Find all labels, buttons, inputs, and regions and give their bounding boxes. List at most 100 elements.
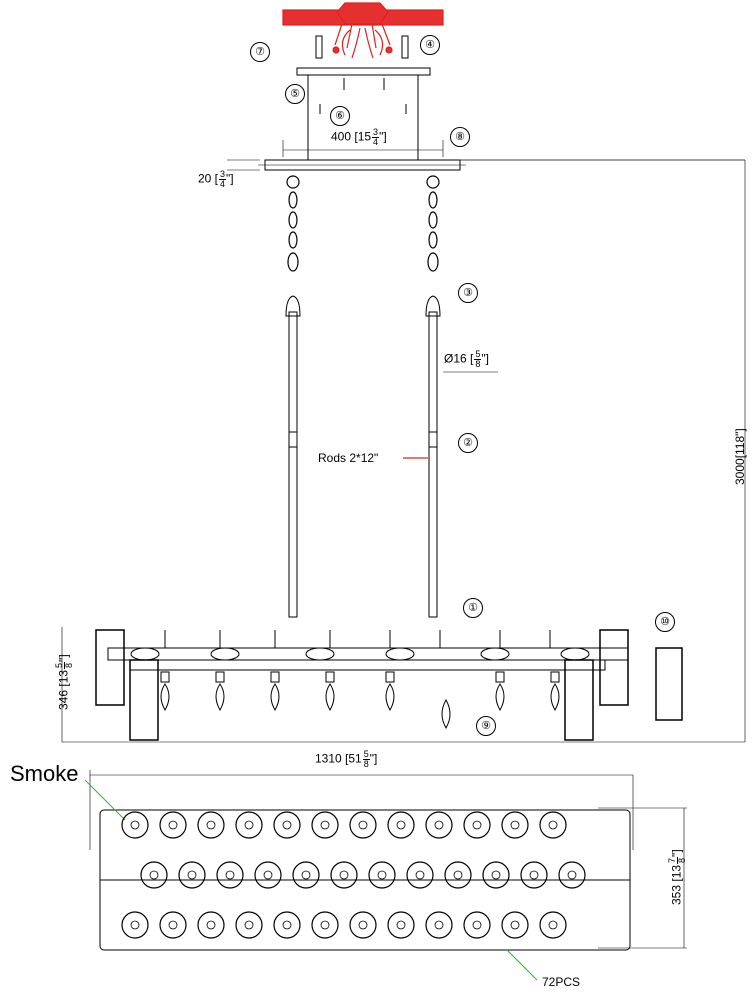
crystal-ring — [235, 911, 263, 939]
chains — [286, 175, 440, 272]
crystal-ring — [482, 861, 510, 889]
crystal-ring — [425, 811, 453, 839]
crystal-hole — [206, 820, 216, 830]
crystal-hole — [548, 920, 558, 930]
canopy — [227, 159, 745, 171]
chandelier-body — [61, 627, 745, 850]
crystal-hole — [529, 870, 539, 880]
crystal-hole — [377, 870, 387, 880]
mounting-plate — [282, 67, 444, 160]
callout-4: ④ — [420, 35, 440, 55]
crystal-hole — [396, 820, 406, 830]
callout-3: ③ — [458, 283, 478, 303]
crystal-hole — [358, 920, 368, 930]
crystal-ring — [330, 861, 358, 889]
candle-bulb — [270, 683, 280, 712]
bulb-socket — [160, 671, 170, 683]
bulb-socket — [385, 671, 395, 683]
crystal-top-view — [99, 807, 687, 951]
crystal-hole — [244, 920, 254, 930]
crystal-ring — [121, 911, 149, 939]
crystal-ring — [235, 811, 263, 839]
candle-bulb — [385, 683, 395, 712]
crystal-hole — [130, 920, 140, 930]
crystal-ring — [501, 811, 529, 839]
crystal-hole — [567, 870, 577, 880]
crystal-hole — [491, 870, 501, 880]
bulb-socket — [270, 671, 280, 683]
crystal-hole — [434, 920, 444, 930]
crystal-ring — [311, 811, 339, 839]
crystal-ring — [444, 861, 472, 889]
candle-bulb — [550, 683, 560, 712]
crystal-ring — [159, 811, 187, 839]
crystal-hole — [149, 870, 159, 880]
callout-7: ⑦ — [250, 42, 270, 62]
crystal-hole — [244, 820, 254, 830]
crystal-ring — [216, 861, 244, 889]
crystal-ring — [368, 861, 396, 889]
crystal-hole — [282, 920, 292, 930]
crystal-hole — [415, 870, 425, 880]
callout-6: ⑥ — [330, 106, 350, 126]
crystal-ring — [539, 811, 567, 839]
ceiling-bracket — [282, 2, 444, 59]
crystal-ring — [178, 861, 206, 889]
color-name-label: Smoke — [10, 761, 79, 786]
candle-bulb-horizontal — [560, 647, 590, 661]
wall-anchors — [315, 35, 409, 59]
crystal-ring — [463, 811, 491, 839]
crystal-ring — [349, 911, 377, 939]
total-height-label: 3000[118"] — [733, 428, 747, 485]
crystal-hole — [187, 870, 197, 880]
crystal-ring — [425, 911, 453, 939]
crystal-hole — [320, 920, 330, 930]
candle-bulb — [215, 683, 225, 712]
candle-bulb-horizontal — [210, 647, 240, 661]
rods-label: Rods 2*12" — [318, 451, 379, 465]
crystal-hole — [472, 820, 482, 830]
crystal-hole — [510, 820, 520, 830]
crystal-hole — [130, 820, 140, 830]
crystal-hole — [301, 870, 311, 880]
bulb-socket — [550, 671, 560, 683]
crystal-hole — [263, 870, 273, 880]
crystal-ring — [463, 911, 491, 939]
crystal-hole — [510, 920, 520, 930]
candle-bulb-horizontal — [305, 647, 335, 661]
callout-10: ⑩ — [655, 612, 675, 632]
rods — [285, 160, 746, 742]
candle-bulb-horizontal — [480, 647, 510, 661]
crystal-hole — [282, 820, 292, 830]
crystal-hole — [206, 920, 216, 930]
crystal-ring — [501, 911, 529, 939]
callout-5: ⑤ — [285, 84, 305, 104]
crystal-ring — [197, 811, 225, 839]
crystal-ring — [406, 861, 434, 889]
callout-1: ① — [463, 598, 483, 618]
leader-lines — [84, 779, 538, 981]
crystal-ring — [520, 861, 548, 889]
bulb-socket — [215, 671, 225, 683]
crystal-ring — [273, 911, 301, 939]
crystal-hole — [168, 920, 178, 930]
crystal-hole — [358, 820, 368, 830]
crystal-hole — [396, 920, 406, 930]
crystal-ring — [349, 811, 377, 839]
crystal-ring — [387, 811, 415, 839]
crystal-hole — [434, 820, 444, 830]
candle-bulb-horizontal — [385, 647, 415, 661]
crystal-hole — [453, 870, 463, 880]
crystal-hole — [472, 920, 482, 930]
crystal-ring — [387, 911, 415, 939]
